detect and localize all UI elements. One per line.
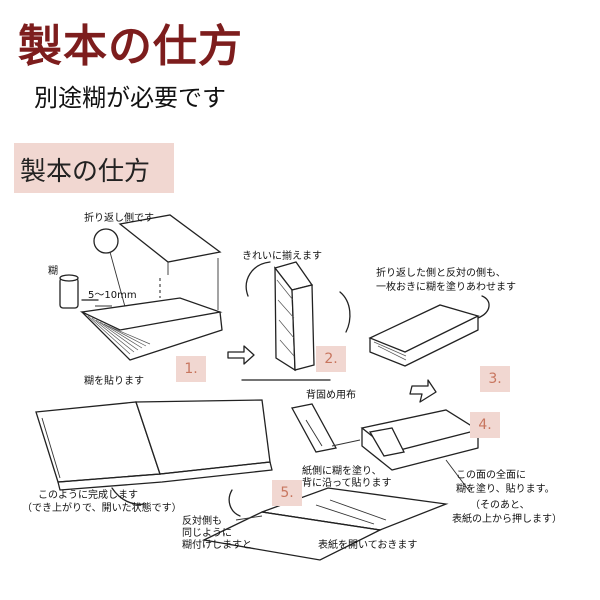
- label-spine-cloth: 背固め用布: [306, 390, 356, 401]
- label-complete-1: このように完成します: [38, 490, 138, 501]
- label-complete-2: （でき上がりで、開いた状態です）: [22, 503, 182, 514]
- label-paper-glue-1: 紙側に糊を塗り、: [302, 466, 382, 477]
- section-label: 製本の仕方: [20, 157, 151, 187]
- step-number-2: 2.: [316, 346, 346, 372]
- page-title: 製本の仕方: [18, 21, 243, 72]
- step2-illustration: [241, 261, 331, 381]
- section-label-background: [14, 143, 174, 193]
- step4-illustration: [291, 403, 480, 493]
- label-glue-alternate-1: 折り返した側と反対の側も、: [376, 268, 506, 279]
- step-number-4: 4.: [470, 412, 500, 438]
- label-align: きれいに揃えます: [242, 251, 322, 262]
- label-margin: 5～10mm: [88, 290, 137, 301]
- step3-illustration: [368, 295, 490, 367]
- fold-marker-circle: [93, 228, 119, 254]
- label-opposite-2: 同じように: [182, 528, 232, 539]
- label-whole-face-1: この面の全面に: [456, 470, 526, 481]
- label-glue-alternate-2: 一枚おきに糊を塗りあわせます: [376, 282, 516, 293]
- step-number-5: 5.: [272, 480, 302, 506]
- finished-book-illustration: [35, 399, 273, 521]
- step-number-3: 3.: [480, 366, 510, 392]
- label-whole-face-2: 糊を塗り、貼ります。: [456, 484, 555, 495]
- arrow-step3-to-step4: [409, 379, 437, 403]
- glue-bottle-icon: [59, 277, 79, 309]
- arrow-step1-to-step2: [227, 345, 255, 365]
- label-opposite-3: 糊付けしますと: [182, 540, 252, 551]
- curve-arrow-step5: [228, 489, 241, 517]
- curve-arrow-step2-to-step3: [339, 291, 351, 333]
- spine-cloth: [291, 403, 337, 453]
- step5-illustration: [201, 487, 449, 561]
- label-fold-side: 折り返し側です: [84, 213, 154, 224]
- label-opposite-1: 反対側も: [182, 516, 222, 527]
- page-subtitle: 別途糊が必要です: [34, 84, 226, 112]
- curve-arrow-align: [245, 261, 271, 297]
- step-number-1: 1.: [176, 356, 206, 382]
- step1-illustration: [59, 214, 223, 361]
- label-open-cover: 表紙を開いておきます: [318, 540, 418, 551]
- label-whole-face-3: （そのあと、: [470, 500, 530, 511]
- label-apply-glue: 糊を貼ります: [84, 376, 144, 387]
- label-paper-glue-2: 背に沿って貼ります: [302, 478, 392, 489]
- label-glue: 糊: [48, 266, 58, 277]
- label-whole-face-4: 表紙の上から押します）: [452, 514, 562, 525]
